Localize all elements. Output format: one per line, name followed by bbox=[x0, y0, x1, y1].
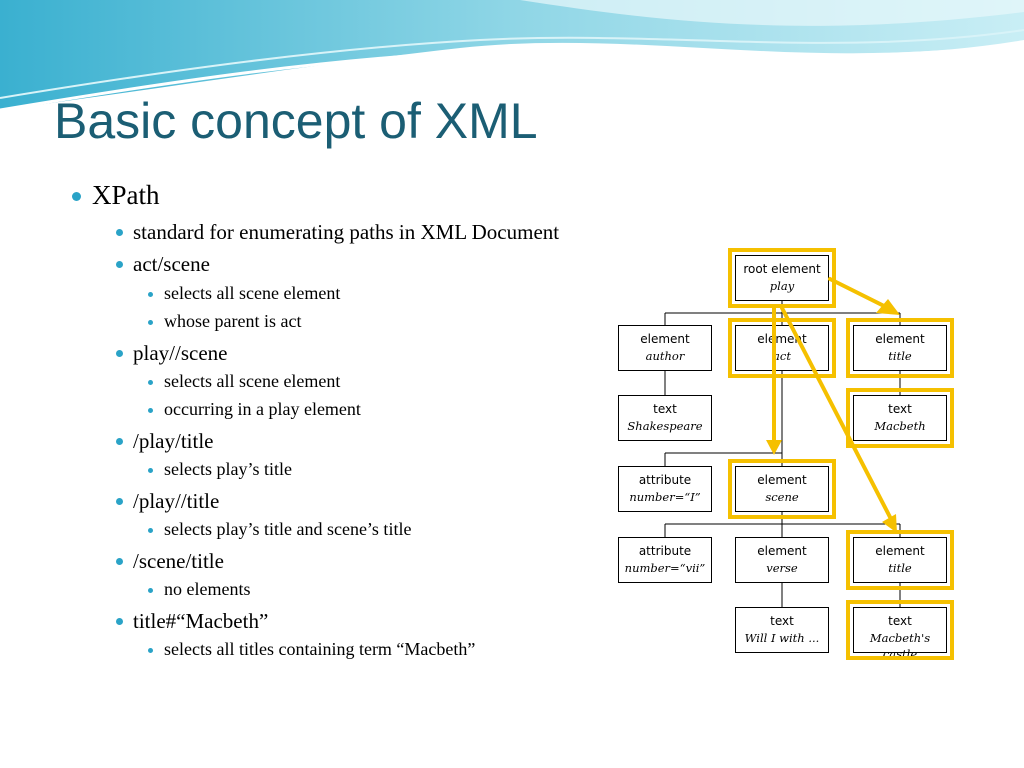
node-value: title bbox=[888, 561, 912, 575]
highlight-play-title bbox=[846, 318, 954, 378]
node-act: element act bbox=[735, 325, 829, 371]
bullet-dot bbox=[116, 558, 123, 565]
bullet-dot bbox=[116, 618, 123, 625]
node-kind: text bbox=[888, 402, 912, 416]
bullet-xpath: XPath bbox=[92, 180, 160, 210]
bullet-dot bbox=[72, 192, 81, 201]
node-verse: element verse bbox=[735, 537, 829, 583]
node-value: Shakespeare bbox=[627, 419, 703, 433]
node-value: Will I with ... bbox=[744, 631, 820, 645]
highlight-scene bbox=[728, 459, 836, 519]
bullet-item: act/scene bbox=[133, 252, 210, 276]
xml-tree-diagram: root element play element author element… bbox=[608, 243, 956, 663]
bullet-item: title#“Macbeth” bbox=[133, 609, 269, 633]
bullet-item: standard for enumerating paths in XML Do… bbox=[133, 220, 560, 244]
bullet-dot bbox=[148, 648, 153, 653]
bullet-dot bbox=[116, 350, 123, 357]
bullet-dot bbox=[148, 528, 153, 533]
node-kind: attribute bbox=[638, 544, 692, 558]
bullet-dot bbox=[148, 292, 153, 297]
highlight-act bbox=[728, 318, 836, 378]
bullet-dot bbox=[116, 438, 123, 445]
node-macbeths-castle: text Macbeth's castle bbox=[853, 607, 947, 661]
bullet-item: /scene/title bbox=[133, 549, 224, 573]
node-kind: element bbox=[640, 332, 690, 346]
node-will-i-with: text Will I with ... bbox=[735, 607, 829, 653]
bullet-dot bbox=[148, 468, 153, 473]
node-kind: text bbox=[888, 614, 912, 628]
bullet-dot bbox=[116, 261, 123, 268]
bullet-dot bbox=[148, 320, 153, 325]
node-attribute-2: attribute number=“vii” bbox=[618, 537, 712, 583]
node-scene-title: element title bbox=[853, 537, 947, 583]
node-kind: text bbox=[770, 614, 794, 628]
node-kind: element bbox=[875, 332, 925, 346]
node-kind: text bbox=[653, 402, 677, 416]
node-kind: root element bbox=[743, 262, 821, 276]
bullet-item: play//scene bbox=[133, 341, 228, 365]
node-value: Macbeth bbox=[874, 419, 926, 433]
node-value: scene bbox=[765, 490, 799, 504]
highlight-scene-title bbox=[846, 530, 954, 590]
node-kind: element bbox=[875, 544, 925, 558]
node-value: number=“I” bbox=[629, 490, 701, 504]
bullet-subitem: selects all scene element bbox=[164, 371, 341, 391]
node-value: verse bbox=[766, 561, 798, 575]
bullet-dot bbox=[116, 498, 123, 505]
bullet-dot bbox=[148, 408, 153, 413]
bullet-subitem: occurring in a play element bbox=[164, 399, 361, 419]
header-wave-decoration bbox=[0, 0, 1024, 112]
bullet-subitem: no elements bbox=[164, 579, 251, 599]
bullet-subitem: selects all titles containing term “Macb… bbox=[164, 639, 476, 659]
node-attribute-1: attribute number=“I” bbox=[618, 466, 712, 512]
bullet-subitem: selects play’s title and scene’s title bbox=[164, 519, 412, 539]
bullet-subitem: selects all scene element bbox=[164, 283, 341, 303]
node-value: number=“vii” bbox=[624, 561, 706, 575]
node-play-title: element title bbox=[853, 325, 947, 371]
node-kind: element bbox=[757, 473, 807, 487]
bullet-item: /play//title bbox=[133, 489, 220, 513]
node-value: author bbox=[645, 349, 685, 363]
slide-title: Basic concept of XML bbox=[54, 93, 538, 149]
bullet-subitem: selects play’s title bbox=[164, 459, 292, 479]
highlight-macbeth bbox=[846, 388, 954, 448]
highlight-macbeths-castle bbox=[846, 600, 954, 660]
node-value: play bbox=[769, 279, 795, 293]
node-kind: attribute bbox=[638, 473, 692, 487]
bullet-dot bbox=[116, 229, 123, 236]
bullet-item: /play/title bbox=[133, 429, 214, 453]
node-kind: element bbox=[757, 544, 807, 558]
node-shakespeare: text Shakespeare bbox=[618, 395, 712, 441]
node-author: element author bbox=[618, 325, 712, 371]
node-value: title bbox=[888, 349, 912, 363]
bullet-subitem: whose parent is act bbox=[164, 311, 302, 331]
node-macbeth: text Macbeth bbox=[853, 395, 947, 441]
bullet-dot bbox=[148, 588, 153, 593]
node-value: act bbox=[773, 349, 791, 363]
highlight-arrows bbox=[766, 277, 900, 533]
node-scene: element scene bbox=[735, 466, 829, 512]
bullet-dot bbox=[148, 380, 153, 385]
